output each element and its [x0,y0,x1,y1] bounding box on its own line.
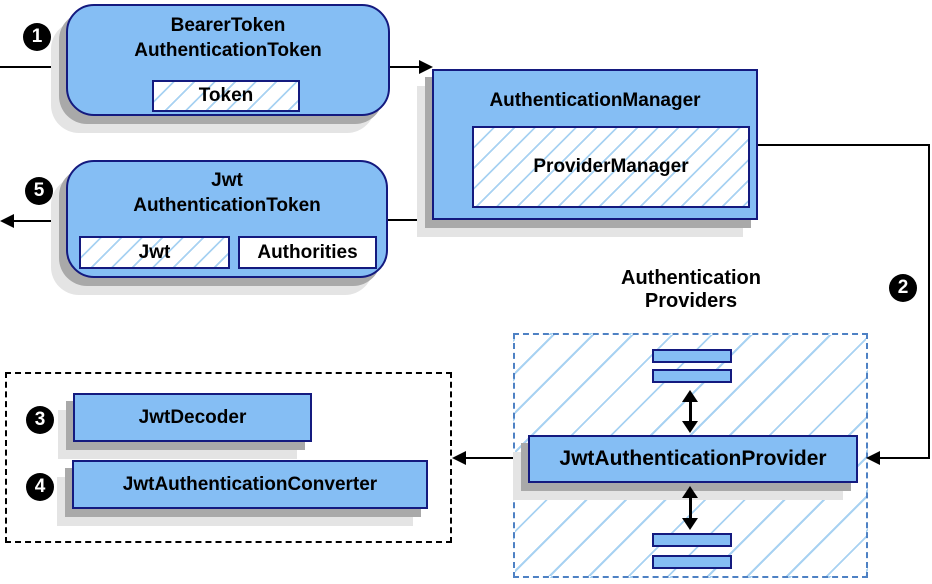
step-badge-1: 1 [23,23,51,51]
flow-line-into-provider [880,457,930,459]
node-bearer-token-authentication-token: BearerToken AuthenticationToken Token [66,4,390,116]
flow-line-response-out [13,220,66,222]
step-badge-5: 5 [25,177,53,205]
flow-line-token-to-manager [390,66,421,68]
double-arrow-bottom [682,486,698,530]
flow-line-provider-to-decoder [466,457,528,459]
node-authentication-manager: AuthenticationManager ProviderManager [432,69,758,220]
bearer-token-title-line2: AuthenticationToken [134,40,322,61]
step-badge-2: 2 [889,274,917,302]
node-jwt-authentication-converter: JwtAuthenticationConverter [72,460,428,509]
providers-group-title-line1: Authentication [621,267,761,289]
node-jwt-decoder: JwtDecoder [73,393,312,442]
other-provider-bar-top-1 [652,349,732,363]
decoder-converter-group-container [5,372,452,543]
double-arrow-top [682,390,698,433]
flow-line-manager-to-jwt-token [388,219,433,221]
jwt-token-title-line2: AuthenticationToken [133,195,321,216]
other-provider-bar-bottom-2 [652,555,732,569]
authentication-manager-title: AuthenticationManager [489,90,701,111]
step-badge-4: 4 [26,473,54,501]
other-provider-bar-bottom-1 [652,533,732,547]
arrowhead-response-out [0,214,14,228]
arrowhead-to-decoder-group [452,451,466,465]
arrowhead-to-manager [419,60,433,74]
flow-line-right-down [928,144,930,459]
field-provider-manager: ProviderManager [472,126,750,208]
providers-group-title-line2: Providers [644,290,738,312]
jwt-token-title-line1: Jwt [211,170,243,191]
node-jwt-authentication-token: Jwt AuthenticationToken Jwt Authorities [66,160,388,278]
step-badge-3: 3 [26,406,54,434]
bearer-token-title-line1: BearerToken [170,15,286,36]
flow-line-manager-right [758,144,930,146]
node-jwt-authentication-provider: JwtAuthenticationProvider [528,435,858,483]
field-jwt: Jwt [79,236,230,269]
field-authorities: Authorities [238,236,377,269]
field-token: Token [152,80,300,112]
other-provider-bar-top-2 [652,369,732,383]
flow-line-request-in [0,66,66,68]
arrowhead-into-provider [866,451,880,465]
